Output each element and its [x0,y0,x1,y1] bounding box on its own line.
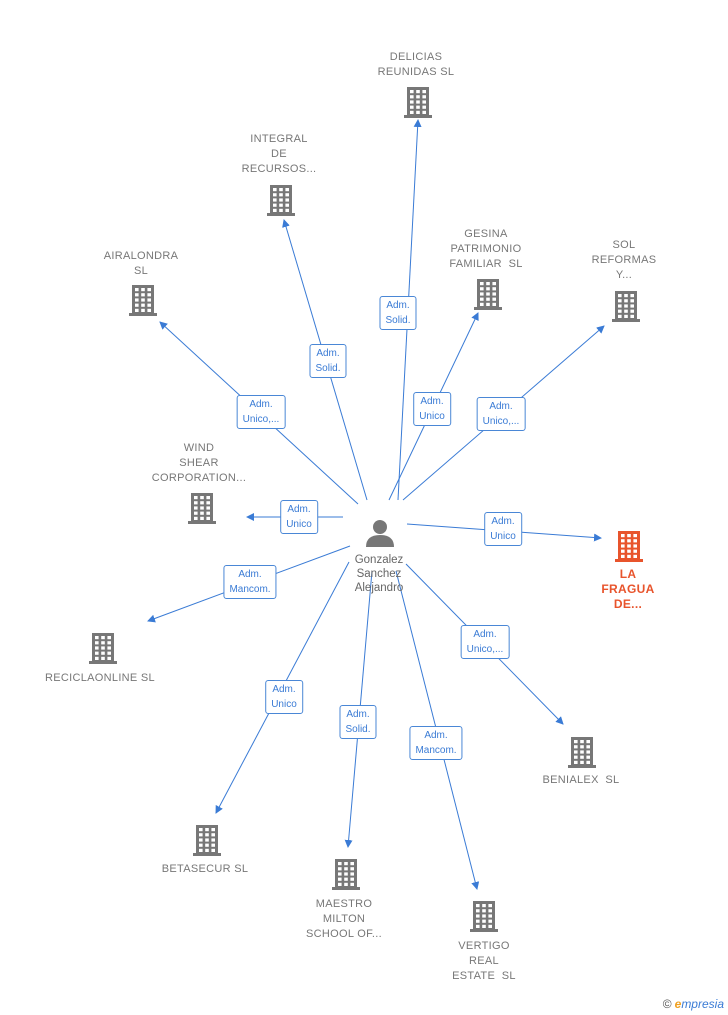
building-icon-maestro[interactable] [332,859,360,890]
building-icon-delicias[interactable] [404,87,432,118]
role-label-wind: Adm. Unico [280,500,318,534]
company-label-vertigo[interactable]: VERTIGO REAL ESTATE SL [452,940,516,982]
building-icon-integral[interactable] [267,185,295,216]
role-label-airalondra: Adm. Unico,... [236,395,286,429]
role-label-betasecur: Adm. Unico [265,680,303,714]
role-label-benialex: Adm. Unico,... [460,625,510,659]
building-icon-gesina[interactable] [474,279,502,310]
company-label-delicias[interactable]: DELICIAS REUNIDAS SL [377,51,455,78]
company-label-airalondra[interactable]: AIRALONDRA SL [103,250,179,277]
building-icon-airalondra[interactable] [129,285,157,316]
company-label-integral[interactable]: INTEGRAL DE RECURSOS... [241,133,317,175]
brand-name: mpresia [681,997,724,1011]
company-label-lafragua[interactable]: LA FRAGUA DE... [601,567,655,611]
company-label-reciclaonline[interactable]: RECICLAONLINE SL [45,672,155,684]
building-icon-vertigo[interactable] [470,901,498,932]
building-icon-wind[interactable] [188,493,216,524]
copyright-symbol: © [662,997,672,1011]
building-icon-lafragua[interactable] [615,531,643,562]
role-label-sol: Adm. Unico,... [476,397,526,431]
role-label-maestro: Adm. Solid. [339,705,377,739]
company-label-sol[interactable]: SOL REFORMAS Y... [591,239,657,281]
role-label-delicias: Adm. Solid. [379,296,417,330]
company-label-wind[interactable]: WIND SHEAR CORPORATION... [151,442,247,484]
role-label-vertigo: Adm. Mancom. [409,726,463,760]
role-label-lafragua: Adm. Unico [484,512,522,546]
building-icon-reciclaonline[interactable] [89,633,117,664]
company-label-gesina[interactable]: GESINA PATRIMONIO FAMILIAR SL [449,228,523,270]
person-icon[interactable] [366,520,394,547]
building-icon-benialex[interactable] [568,737,596,768]
company-label-betasecur[interactable]: BETASECUR SL [161,863,249,875]
building-icon-betasecur[interactable] [193,825,221,856]
role-label-integral: Adm. Solid. [309,344,347,378]
role-label-reciclaonline: Adm. Mancom. [223,565,277,599]
center-person-label[interactable]: Gonzalez Sanchez Alejandro [354,554,404,594]
company-label-maestro[interactable]: MAESTRO MILTON SCHOOL OF... [306,898,382,940]
role-label-gesina: Adm. Unico [413,392,451,426]
empresia-watermark: ©empresia [663,997,724,1011]
company-label-benialex[interactable]: BENIALEX SL [542,774,620,786]
building-icon-sol[interactable] [612,291,640,322]
brand-initial: e [674,997,682,1011]
